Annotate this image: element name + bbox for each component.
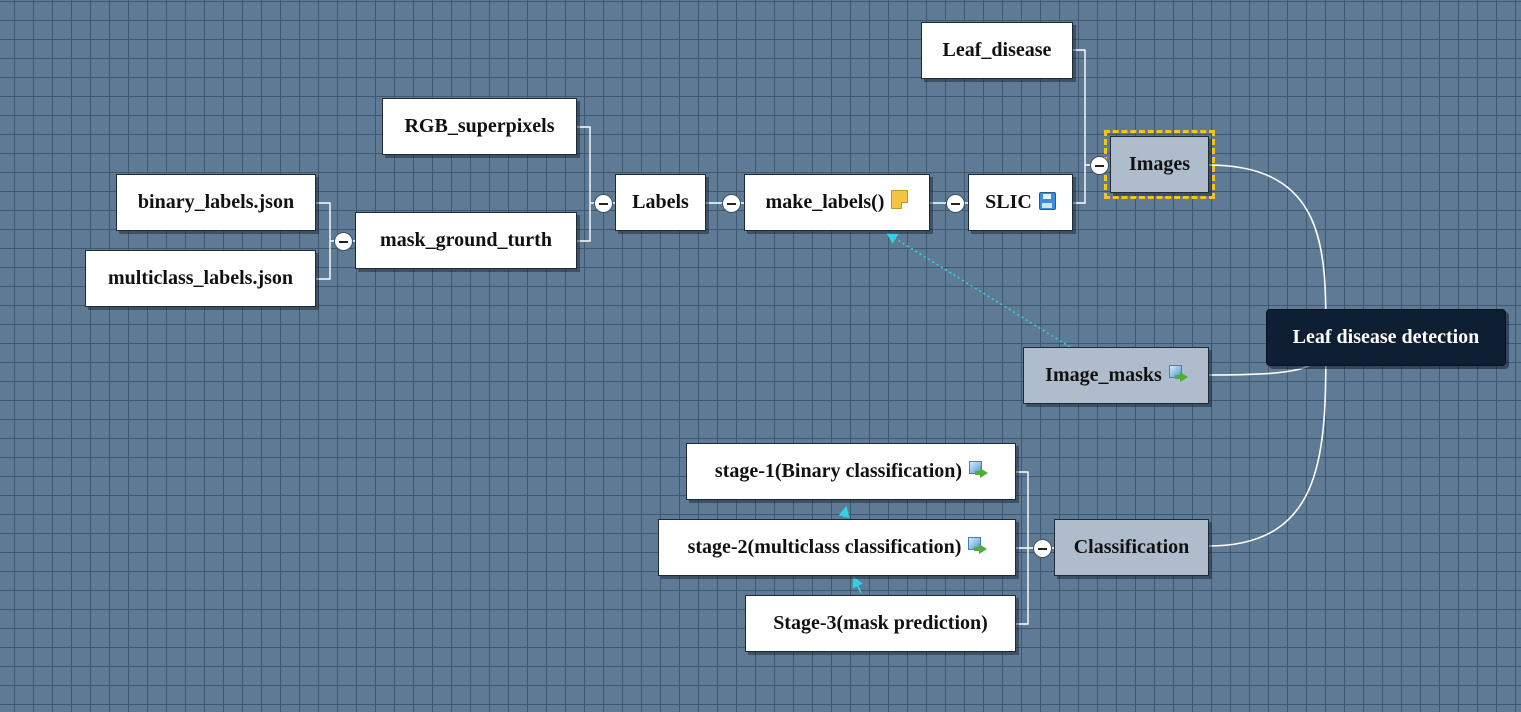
subtopic-make-labels[interactable]: make_labels() (744, 174, 930, 231)
sticky-note-icon (891, 190, 909, 209)
connector-central-classification (1207, 337, 1327, 547)
connector-images-children (1072, 49, 1108, 204)
relationship-image-masks-to-make-labels (886, 232, 1071, 348)
collapse-labels-toggle[interactable] (594, 194, 613, 213)
subtopic-binary-labels[interactable]: binary_labels.json (116, 174, 316, 231)
task-cube-icon (969, 460, 989, 478)
task-cube-icon (968, 536, 988, 554)
central-topic[interactable]: Leaf disease detection (1266, 309, 1506, 366)
subtopic-stage-1-label: stage-1(Binary classification) (714, 460, 963, 482)
subtopic-mask-ground-turth-label: mask_ground_turth (380, 229, 552, 251)
collapse-slic-toggle[interactable] (946, 194, 965, 213)
task-cube-icon (1168, 364, 1188, 382)
subtopic-make-labels-label: make_labels() (765, 191, 885, 213)
subtopic-slic-label: SLIC (985, 191, 1032, 213)
central-topic-label: Leaf disease detection (1292, 326, 1480, 348)
subtopic-stage-3-label: Stage-3(mask prediction) (773, 612, 988, 634)
subtopic-labels-label: Labels (632, 191, 689, 213)
topic-images[interactable]: Images (1104, 130, 1215, 199)
subtopic-leaf-disease-label: Leaf_disease (942, 39, 1052, 61)
subtopic-mask-ground-turth[interactable]: mask_ground_turth (355, 212, 577, 269)
subtopic-rgb-superpixels[interactable]: RGB_superpixels (382, 98, 577, 155)
connector-central-images (1207, 164, 1327, 338)
subtopic-stage-2-label: stage-2(multiclass classification) (687, 536, 962, 558)
collapse-images-toggle[interactable] (1090, 156, 1109, 175)
subtopic-stage-3[interactable]: Stage-3(mask prediction) (745, 595, 1016, 652)
save-disk-icon (1038, 191, 1056, 210)
topic-classification-label: Classification (1073, 536, 1190, 558)
relationship-stage2-to-stage3 (852, 575, 863, 594)
topic-classification[interactable]: Classification (1054, 519, 1209, 576)
subtopic-multiclass-labels[interactable]: multiclass_labels.json (85, 250, 316, 307)
topic-image-masks-label: Image_masks (1045, 364, 1162, 386)
subtopic-slic[interactable]: SLIC (968, 174, 1073, 231)
subtopic-leaf-disease[interactable]: Leaf_disease (921, 22, 1073, 79)
subtopic-stage-2[interactable]: stage-2(multiclass classification) (658, 519, 1016, 576)
subtopic-rgb-superpixels-label: RGB_superpixels (404, 115, 555, 137)
subtopic-stage-1[interactable]: stage-1(Binary classification) (686, 443, 1016, 500)
connector-labels-children (577, 126, 615, 242)
subtopic-labels[interactable]: Labels (615, 174, 706, 231)
collapse-make-labels-toggle[interactable] (722, 194, 741, 213)
subtopic-multiclass-labels-label: multiclass_labels.json (107, 267, 294, 289)
relationship-stage2-to-stage1 (838, 505, 850, 518)
collapse-mask-ground-turth-toggle[interactable] (334, 232, 353, 251)
subtopic-binary-labels-label: binary_labels.json (137, 191, 295, 213)
collapse-classification-toggle[interactable] (1033, 539, 1052, 558)
topic-image-masks[interactable]: Image_masks (1023, 347, 1209, 404)
topic-images-label: Images (1128, 153, 1191, 175)
